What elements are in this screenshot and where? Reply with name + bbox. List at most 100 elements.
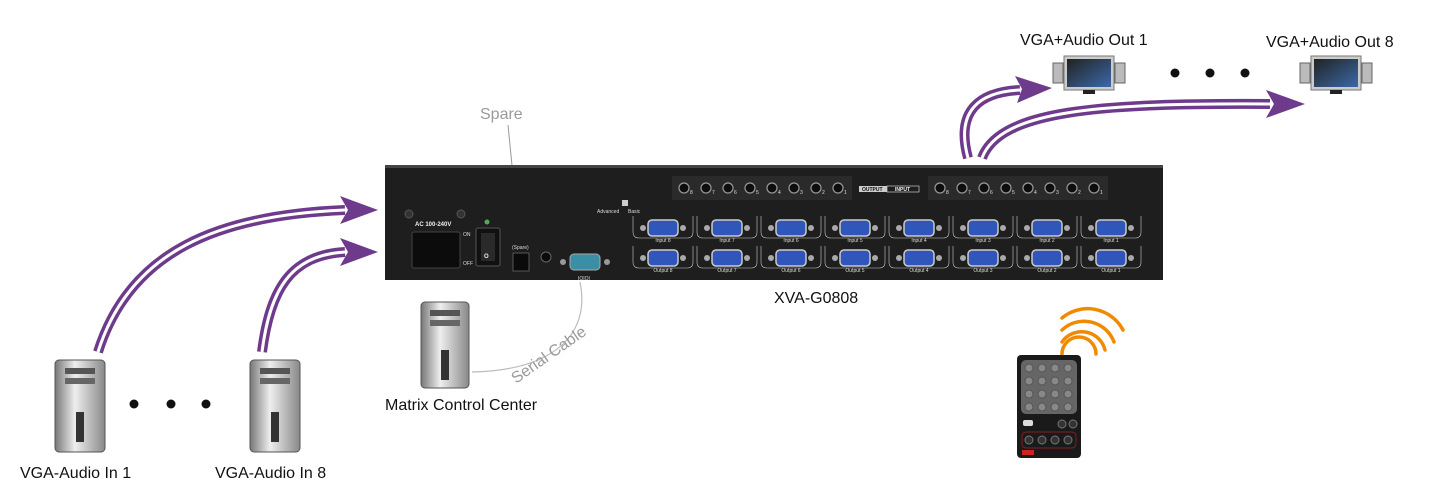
power-inlet — [411, 231, 461, 269]
audio-input-jack[interactable] — [978, 182, 990, 194]
output-1-label: VGA+Audio Out 1 — [1020, 32, 1148, 49]
audio-input-label: INPUT — [895, 187, 910, 193]
remote-key — [1024, 363, 1034, 373]
input-port-label: Input 1 — [1103, 238, 1119, 244]
audio-input-jack-number: 5 — [1012, 190, 1015, 196]
arrowhead-output-8 — [1266, 90, 1305, 118]
input-vga-port[interactable] — [775, 219, 807, 237]
spare-port-label: (Spare) — [512, 245, 529, 251]
audio-input-jack-number: 4 — [1034, 190, 1037, 196]
output-vga-port[interactable] — [647, 249, 679, 267]
serial-cable — [471, 281, 583, 373]
audio-input-jack[interactable] — [1088, 182, 1100, 194]
audio-input-jack[interactable] — [934, 182, 946, 194]
switch-on-label: ON — [463, 232, 471, 238]
output-port-label: Output 3 — [973, 268, 992, 274]
audio-output-jack[interactable] — [832, 182, 844, 194]
input-vga-port[interactable] — [967, 219, 999, 237]
ir-remote-control — [1017, 355, 1081, 458]
audio-input-jack-number: 1 — [1100, 190, 1103, 196]
output-port-label: Output 7 — [717, 268, 736, 274]
arrowhead-output-1 — [1015, 76, 1052, 103]
remote-key — [1050, 435, 1060, 445]
mode-advanced-label: Advanced — [597, 209, 619, 215]
audio-output-jack-number: 3 — [800, 190, 803, 196]
audio-output-jack-number: 4 — [778, 190, 781, 196]
audio-output-jack[interactable] — [766, 182, 778, 194]
spare-port — [512, 252, 530, 272]
output-port-label: Output 2 — [1037, 268, 1056, 274]
audio-input-jack-number: 7 — [968, 190, 971, 196]
audio-output-jack-number: 2 — [822, 190, 825, 196]
device-model-label: XVA-G0808 — [774, 290, 858, 307]
mode-basic-label: Basic — [628, 209, 641, 215]
audio-output-jack[interactable] — [788, 182, 800, 194]
input-port-label: Input 2 — [1039, 238, 1055, 244]
mode-switch[interactable] — [622, 200, 628, 206]
audio-input-jack[interactable] — [1044, 182, 1056, 194]
audio-output-jack-number: 6 — [734, 190, 737, 196]
input-port-label: Input 6 — [783, 238, 799, 244]
source-computer-8 — [249, 359, 301, 453]
output-vga-port[interactable] — [1031, 249, 1063, 267]
audio-output-jack-number: 5 — [756, 190, 759, 196]
input-vga-port[interactable] — [1031, 219, 1063, 237]
audio-output-jack[interactable] — [722, 182, 734, 194]
ir-waves-icon — [1060, 307, 1125, 356]
remote-key — [1063, 376, 1073, 386]
audio-output-jack[interactable] — [744, 182, 756, 194]
remote-key — [1050, 389, 1060, 399]
input-vga-port[interactable] — [903, 219, 935, 237]
power-led — [484, 219, 490, 225]
serial-cable-label: Serial Cable — [509, 323, 590, 387]
audio-input-jack[interactable] — [1022, 182, 1034, 194]
audio-output-jack[interactable] — [678, 182, 690, 194]
output-port-label: Output 6 — [781, 268, 800, 274]
control-center-computer — [420, 301, 470, 389]
arrow-output-8 — [977, 98, 1271, 161]
input-8-label: VGA-Audio In 8 — [215, 465, 326, 482]
remote-key — [1037, 363, 1047, 373]
remote-key — [1050, 402, 1060, 412]
input-signal-arrows — [93, 196, 378, 354]
input-vga-port[interactable] — [711, 219, 743, 237]
matrix-switch-rear-panel: AC 100-240V ON OFF O (Spare) IOIOI Advan… — [385, 165, 1163, 282]
remote-key — [1063, 435, 1073, 445]
output-vga-port[interactable] — [839, 249, 871, 267]
input-vga-port[interactable] — [839, 219, 871, 237]
input-port-label: Input 7 — [719, 238, 735, 244]
input-port-label: Input 8 — [655, 238, 671, 244]
output-vga-port[interactable] — [775, 249, 807, 267]
arrowhead-input-8 — [340, 238, 378, 266]
ellipsis-dots-outputs — [1170, 68, 1250, 78]
remote-key — [1037, 389, 1047, 399]
ir-jack — [540, 251, 552, 263]
remote-key — [1024, 389, 1034, 399]
switch-off-label: OFF — [463, 261, 473, 267]
control-center-label: Matrix Control Center — [385, 397, 538, 414]
input-vga-port[interactable] — [1095, 219, 1127, 237]
remote-key — [1037, 376, 1047, 386]
spare-label: Spare — [480, 106, 523, 123]
output-vga-port[interactable] — [967, 249, 999, 267]
svg-text:O: O — [484, 254, 489, 260]
output-vga-port[interactable] — [711, 249, 743, 267]
audio-input-jack-number: 6 — [990, 190, 993, 196]
output-vga-port[interactable] — [903, 249, 935, 267]
remote-key — [1050, 376, 1060, 386]
audio-output-jack[interactable] — [810, 182, 822, 194]
input-port-label: Input 4 — [911, 238, 927, 244]
serial-port — [569, 253, 601, 271]
audio-input-jack[interactable] — [1000, 182, 1012, 194]
input-vga-port[interactable] — [647, 219, 679, 237]
audio-input-jack-number: 8 — [946, 190, 949, 196]
remote-key — [1037, 402, 1047, 412]
audio-input-jack[interactable] — [1066, 182, 1078, 194]
output-vga-port[interactable] — [1095, 249, 1127, 267]
audio-input-jack-strip — [928, 176, 1108, 200]
audio-input-jack[interactable] — [956, 182, 968, 194]
output-port-label: Output 1 — [1101, 268, 1120, 274]
remote-key — [1050, 363, 1060, 373]
audio-output-jack[interactable] — [700, 182, 712, 194]
